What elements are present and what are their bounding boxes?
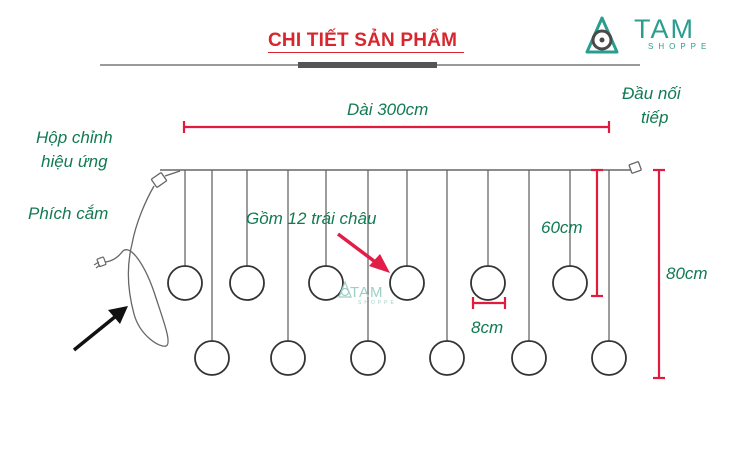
plug-label: Phích cắm — [28, 204, 109, 223]
ball — [194, 340, 230, 376]
brand-sub: SHOPPE — [648, 42, 712, 51]
end-connector — [628, 161, 642, 174]
page-title: CHI TIẾT SẢN PHẨM — [268, 30, 458, 51]
watermark-text: TAM — [350, 284, 384, 301]
ball — [167, 265, 203, 301]
long-drop-label: 80cm — [666, 264, 708, 283]
divider-accent — [298, 62, 437, 68]
ball — [350, 340, 386, 376]
spacing-label: 8cm — [471, 318, 504, 337]
cable-pointer-arrow — [72, 306, 128, 352]
short-strands — [184, 170, 571, 266]
ball — [470, 265, 506, 301]
control-box — [150, 172, 168, 188]
ball — [552, 265, 588, 301]
ball — [591, 340, 627, 376]
long-strands — [211, 170, 610, 341]
ball — [270, 340, 306, 376]
connector-label-line2: tiếp — [641, 108, 669, 127]
spacing-dimension — [471, 297, 507, 309]
ball-row-lower — [194, 340, 627, 376]
control-box-label-line2: hiệu ứng — [41, 152, 108, 171]
connector-label-line1: Đầu nối — [622, 84, 681, 103]
short-drop-dimension — [591, 168, 603, 298]
ball-row-upper — [167, 265, 588, 301]
short-drop-label: 60cm — [541, 218, 583, 237]
watermark-sub: SHOPPE — [358, 300, 397, 306]
balls-count-label: Gồm 12 trái châu — [246, 209, 377, 228]
plug — [96, 256, 107, 268]
title-underline — [268, 52, 464, 53]
ball — [229, 265, 265, 301]
ball — [429, 340, 465, 376]
length-dimension — [182, 121, 611, 133]
ball — [389, 265, 425, 301]
ball — [308, 265, 344, 301]
length-label: Dài 300cm — [347, 100, 429, 119]
long-drop-dimension — [653, 168, 665, 380]
power-cable — [103, 185, 169, 347]
ball — [511, 340, 547, 376]
balls-pointer-arrow — [336, 232, 390, 273]
brand-name: TAM — [634, 14, 695, 44]
brand-logo-icon — [585, 16, 619, 54]
control-box-label-line1: Hộp chỉnh — [36, 128, 113, 147]
